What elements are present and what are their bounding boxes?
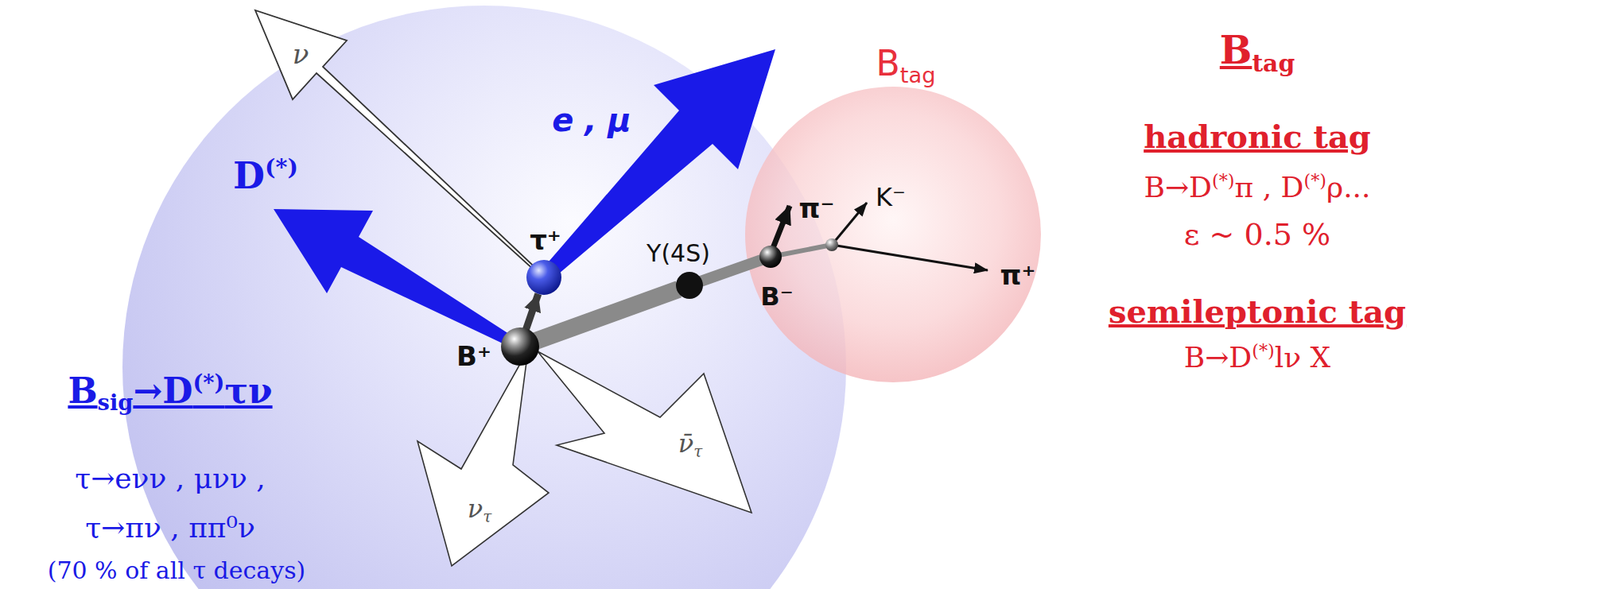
boost-band — [535, 289, 679, 342]
tag-side-sphere: BtagB⁻ — [745, 86, 1041, 383]
tau-lepton-outline — [526, 260, 562, 296]
neutrino-label: ν — [292, 38, 310, 71]
tau-lepton-body — [526, 260, 562, 296]
tau-lepton: τ⁺ — [526, 260, 562, 296]
particle-label: B⁺ — [456, 340, 492, 373]
decay-channel-holder: B→D(*)π , D(*)ρ... — [1144, 170, 1371, 206]
sphere-title: Btag — [876, 42, 936, 89]
superscript: (*) — [1251, 340, 1275, 362]
decay-vertex — [825, 238, 839, 252]
efficiency-note: ε ~ 0.5 % — [1184, 217, 1331, 254]
superscript: (*) — [264, 153, 299, 181]
b-plus-meson: B⁺ — [500, 327, 540, 366]
b-minus-meson-outline — [759, 245, 782, 268]
particle-label-holder: B⁻ — [760, 281, 793, 312]
particle-label-holder: τ⁺ — [529, 224, 562, 257]
subscript: tag — [900, 62, 936, 88]
superscript: (*) — [1211, 170, 1235, 191]
particle-label: B⁻ — [760, 281, 793, 312]
efficiency-note-holder: ε ~ 0.5 % — [1184, 217, 1331, 254]
neutrino-label-holder: ν̄τ — [678, 428, 703, 463]
neutrino-arrow — [417, 349, 549, 567]
neutrino-label: ν̄τ — [678, 428, 703, 463]
particle-label-holder: e , μ — [551, 100, 632, 140]
method-heading-holder: semileptonic tag — [1108, 292, 1406, 331]
b-minus-meson-body — [759, 245, 782, 268]
b-minus-meson: B⁻ — [759, 245, 782, 268]
decay-channel-holder: τ→eνν , μνν , — [74, 461, 266, 496]
particle-label: D(*) — [233, 153, 299, 199]
fraction-note-holder: (70 % of all τ decays) — [47, 556, 307, 586]
decay-arrow — [525, 294, 539, 332]
track-label-holder: K⁻ — [875, 182, 906, 213]
decay-channel-holder: B→D(*)lν X — [1184, 340, 1332, 376]
section-heading: Bsig→D(*)τν — [67, 369, 272, 416]
particle-label: Y(4S) — [646, 239, 711, 268]
upsilon-resonance-outline — [675, 271, 703, 300]
decay-channel: B→D(*)lν X — [1184, 340, 1332, 376]
tag-side-sphere-outline — [745, 86, 1041, 383]
superscript: (*) — [192, 369, 225, 396]
superscript: (*) — [1303, 170, 1327, 191]
fraction-note: (70 % of all τ decays) — [47, 556, 307, 586]
section-heading-holder: Btag — [1219, 27, 1295, 78]
neutrino-label: ντ — [467, 493, 492, 528]
subscript: τ — [693, 442, 703, 462]
particle-label: e , μ — [551, 100, 632, 140]
upsilon-resonance-body — [675, 271, 703, 300]
sphere-title-holder: Btag — [876, 42, 936, 89]
neutrino-label-holder: ν — [292, 38, 310, 71]
subscript: τ — [482, 508, 492, 527]
subscript: sig — [97, 389, 134, 416]
signal-side-sphere — [122, 5, 847, 589]
decay-channel-holder: τ→πν , ππ⁰ν — [85, 510, 256, 545]
method-heading-holder: hadronic tag — [1143, 117, 1371, 156]
decay-channel: τ→πν , ππ⁰ν — [85, 510, 256, 545]
decay-channel: B→D(*)π , D(*)ρ... — [1144, 170, 1371, 206]
track-label: π⁻ — [799, 192, 835, 226]
neutrino-label-holder: ντ — [467, 493, 492, 528]
particle-label-holder: Y(4S) — [646, 239, 711, 268]
track-label-holder: π⁻ — [799, 192, 835, 226]
decay-channel: τ→eνν , μνν , — [74, 461, 266, 496]
lepton-arrow — [539, 49, 776, 283]
particle-label: τ⁺ — [529, 224, 562, 257]
track-label: π⁺ — [1000, 259, 1037, 292]
track-label: K⁻ — [875, 182, 906, 213]
method-heading: semileptonic tag — [1108, 292, 1406, 331]
upsilon-resonance: Y(4S) — [675, 271, 703, 300]
subscript: tag — [1251, 48, 1295, 77]
charm-meson-arrow — [273, 209, 523, 351]
b-plus-meson-outline — [500, 327, 540, 366]
track-label-holder: π⁺ — [1000, 259, 1037, 292]
antineutrino-arrow — [537, 351, 752, 513]
particle-label-holder: D(*) — [233, 153, 299, 199]
section-heading-holder: Bsig→D(*)τν — [67, 369, 272, 416]
b-plus-meson-body — [500, 327, 540, 366]
particle-label-holder: B⁺ — [456, 340, 492, 373]
method-heading: hadronic tag — [1143, 117, 1371, 156]
section-heading: Btag — [1219, 27, 1295, 78]
tag-side-sphere-body — [745, 86, 1041, 383]
